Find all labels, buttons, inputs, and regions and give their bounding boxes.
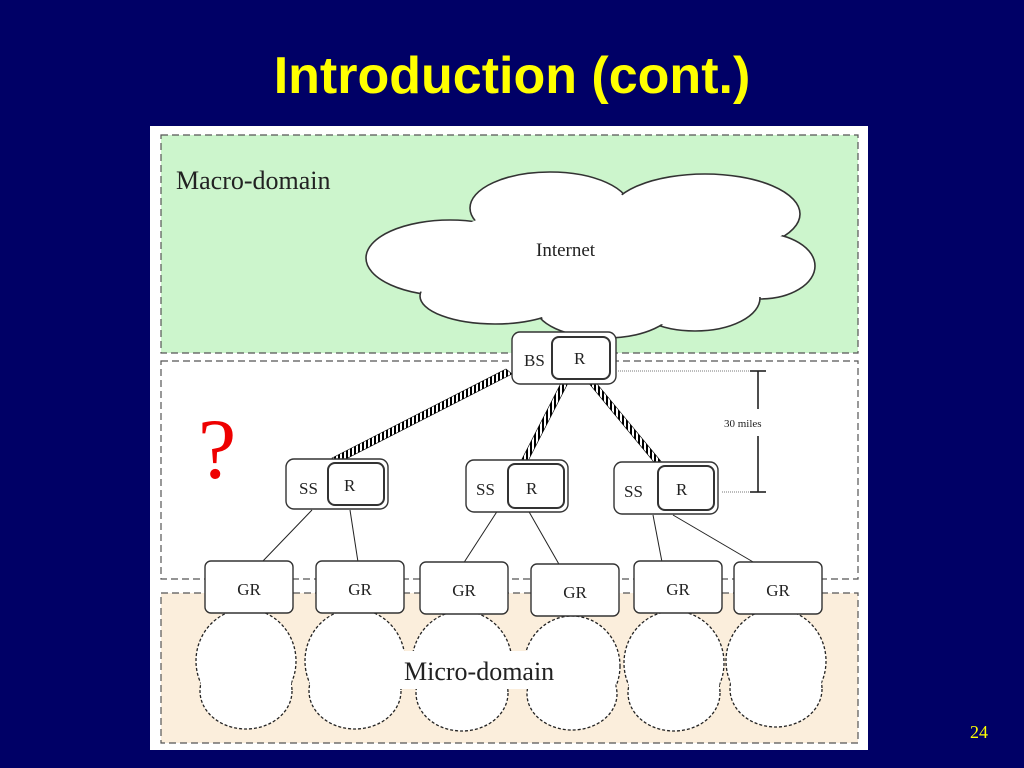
gateway-router-label: GR — [563, 583, 587, 602]
micro-domain-label: Micro-domain — [404, 657, 554, 686]
wireless-links — [331, 368, 665, 468]
subscriber-station-r-label: R — [344, 476, 356, 495]
gateway-router-label: GR — [666, 580, 690, 599]
gateway-router-label: GR — [766, 581, 790, 600]
gateway-router: GR — [315, 560, 405, 614]
micro-domain-label-backing — [398, 651, 614, 689]
slide-title: Introduction (cont.) — [273, 47, 751, 105]
gateway-router: GR — [204, 560, 294, 614]
distance-indicator — [616, 370, 766, 493]
question-mark: ? — [198, 401, 236, 497]
internet-cloud — [365, 171, 816, 339]
distance-label: 30 miles — [724, 418, 762, 430]
subscriber-station: SS R — [613, 461, 719, 515]
gateway-router: GR — [530, 563, 620, 617]
subscriber-station: SS R — [465, 459, 569, 513]
small-cloud — [304, 608, 406, 730]
gateway-router: GR — [419, 561, 509, 615]
base-station-r-label: R — [574, 349, 586, 368]
gateway-router: GR — [633, 560, 723, 614]
subscriber-station-ss-label: SS — [476, 480, 495, 499]
macro-domain-label: Macro-domain — [176, 166, 331, 195]
gateway-router-label: GR — [452, 581, 476, 600]
gateway-router-label: GR — [348, 580, 372, 599]
page-number: 24 — [970, 722, 988, 742]
subscriber-station: SS R — [285, 458, 389, 510]
small-cloud — [725, 608, 827, 728]
base-station: BS R — [511, 331, 617, 385]
internet-label: Internet — [536, 240, 596, 261]
subscriber-station-r-label: R — [526, 479, 538, 498]
base-station-bs-label: BS — [524, 351, 545, 370]
small-cloud — [195, 608, 297, 730]
subscriber-station-ss-label: SS — [299, 479, 318, 498]
subscriber-station-r-label: R — [676, 480, 688, 499]
gateway-router: GR — [733, 561, 823, 615]
subscriber-station-ss-label: SS — [624, 482, 643, 501]
network-diagram: Macro-domain Internet — [150, 126, 868, 750]
figure-frame — [150, 126, 868, 750]
wired-links — [261, 509, 761, 567]
small-cloud — [623, 610, 725, 732]
gateway-router-label: GR — [237, 580, 261, 599]
